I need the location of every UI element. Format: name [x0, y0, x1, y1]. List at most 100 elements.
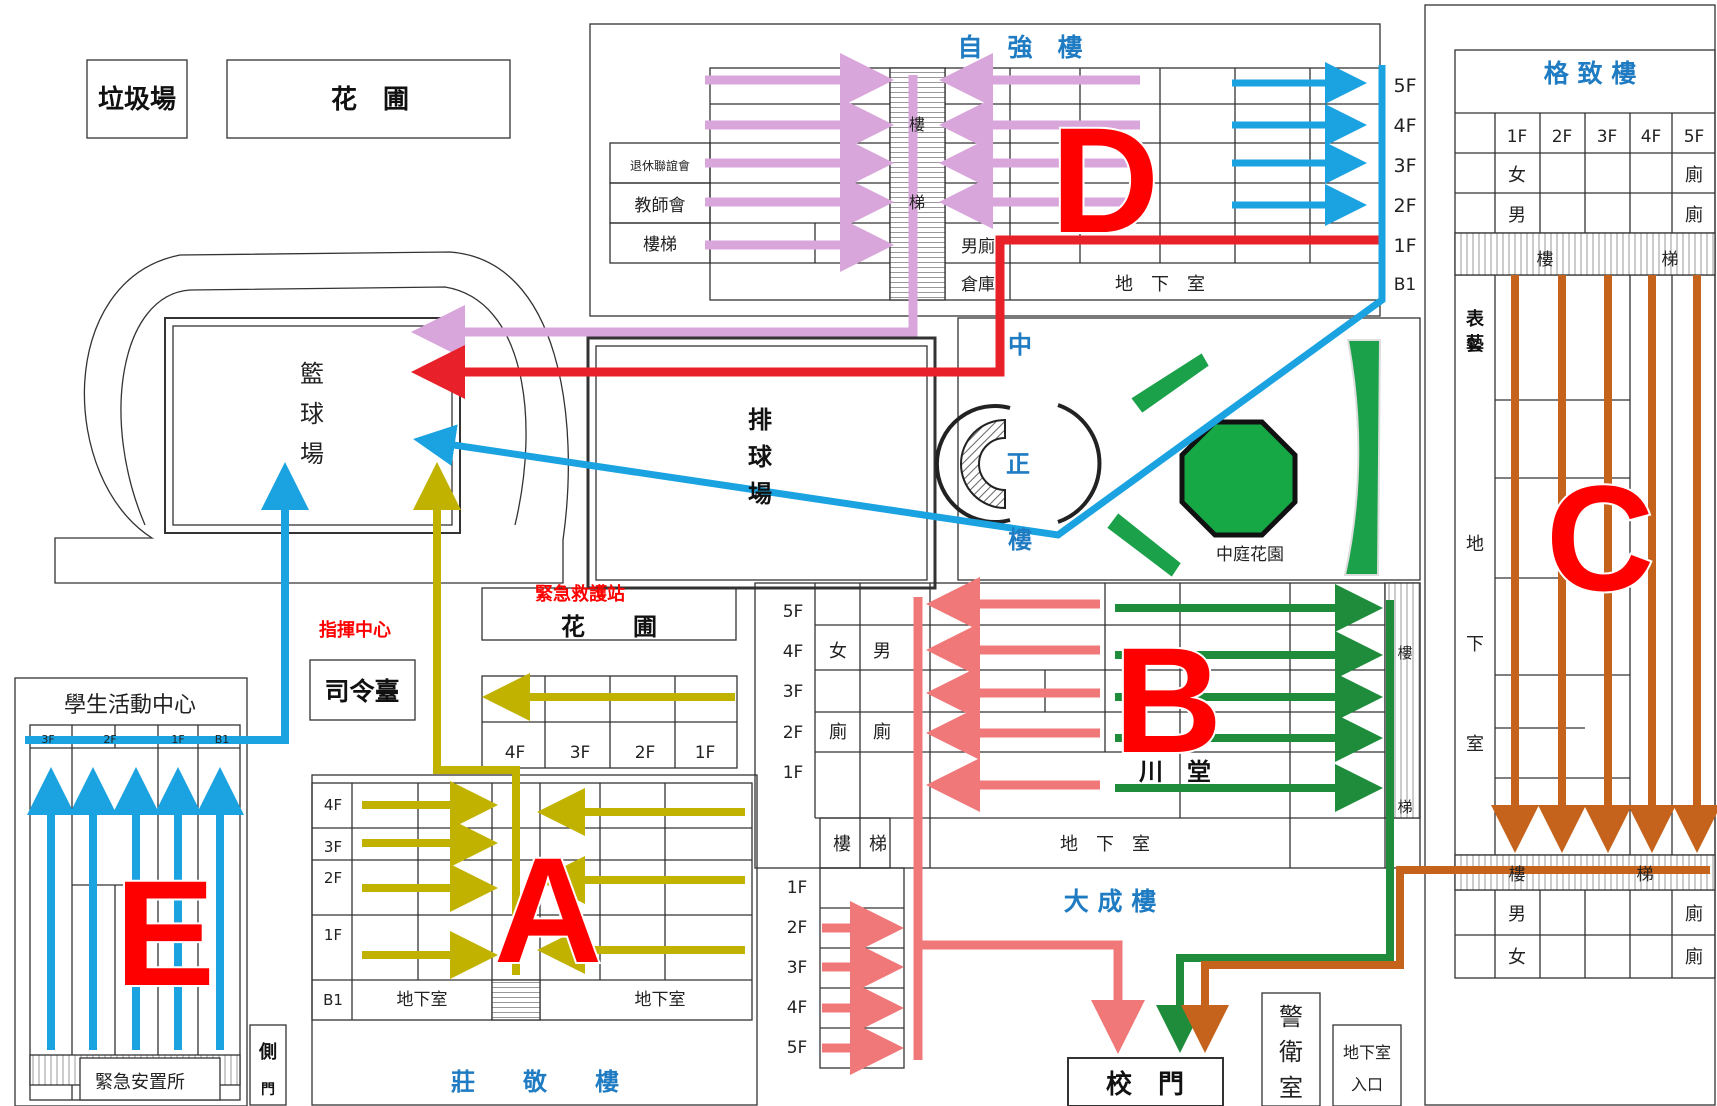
zj-up-1f: 1F: [695, 743, 716, 763]
gz-male-top: 男: [1508, 205, 1526, 226]
gz-basement-2: 下: [1466, 634, 1484, 655]
dc-stair-char-2: 梯: [1397, 798, 1412, 816]
zq-floor-4f: 4F: [1393, 115, 1416, 137]
chuan-tang-label: 川 堂: [1139, 758, 1211, 786]
dc-top-3f: 3F: [783, 682, 804, 702]
side-gate-box: [249, 1024, 287, 1106]
dc-bot-1f: 1F: [787, 878, 808, 898]
gz-stair-bottom-2: 梯: [1637, 865, 1654, 885]
da-cheng-building: [754, 582, 1421, 869]
gz-floor-2f: 2F: [1552, 127, 1573, 147]
zone-b-label: B: [1114, 616, 1222, 784]
zq-stair-char-2: 梯: [909, 193, 925, 212]
basement-entry-2: 入口: [1351, 1075, 1383, 1094]
courtyard-zone: [957, 317, 1421, 581]
zq-floor-5f: 5F: [1393, 75, 1416, 97]
zj-up-2f: 2F: [635, 743, 656, 763]
gz-basement-3: 室: [1466, 734, 1484, 755]
command-center-label: 指揮中心: [319, 619, 391, 641]
gz-performing-1: 表: [1466, 308, 1485, 330]
zj-stairwell: [491, 979, 541, 1021]
garden-top-label: 花 圃: [331, 85, 409, 115]
guard-char-2: 衛: [1279, 1038, 1303, 1066]
dc-bot-4f: 4F: [787, 998, 808, 1018]
dc-top-1f: 1F: [783, 763, 804, 783]
courtyard-features: [934, 339, 1382, 580]
garden-top-box: [226, 59, 511, 139]
platform-label: 司令臺: [324, 677, 399, 706]
zq-floor-2f: 2F: [1393, 195, 1416, 217]
zj-2f: 2F: [324, 869, 342, 887]
dc-toilet-1: 廁: [829, 721, 847, 743]
zhongzheng-char-2: 正: [1006, 450, 1030, 478]
zj-3f: 3F: [324, 838, 342, 856]
basketball-char-3: 場: [300, 440, 324, 468]
gz-toilet-2: 廁: [1685, 204, 1703, 226]
ge-zhi-title: 格 致 樓: [1544, 59, 1636, 88]
zq-teachers: 教師會: [635, 196, 686, 216]
sc-3f: 3F: [41, 733, 54, 746]
gz-toilet-1: 廁: [1685, 164, 1703, 186]
zq-male-toilet: 男廁: [961, 236, 995, 257]
zj-b1: B1: [323, 991, 343, 1009]
gz-floor-1f: 1F: [1507, 127, 1528, 147]
dc-top-5f: 5F: [783, 602, 804, 622]
guard-char-1: 警: [1279, 1003, 1303, 1031]
court-outer: [54, 251, 569, 584]
zj-4f: 4F: [324, 796, 342, 814]
garden-mid-box: [481, 587, 737, 641]
basement-entry-1: 地下室: [1343, 1043, 1391, 1062]
gz-female-top: 女: [1508, 165, 1526, 186]
basketball-char-2: 球: [300, 400, 324, 428]
gz-male-bottom: 男: [1508, 904, 1526, 925]
dc-bot-5f: 5F: [787, 1038, 808, 1058]
gz-stair-char-2: 梯: [1662, 250, 1679, 270]
shelter-label: 緊急安置所: [95, 1072, 185, 1093]
zhongzheng-char-3: 樓: [1008, 526, 1032, 554]
guard-char-3: 室: [1279, 1074, 1303, 1102]
court-inner-oval: [120, 286, 527, 526]
zi-qiang-grid: [709, 67, 1381, 301]
guard-box: [1261, 992, 1321, 1106]
ge-zhi-stairwell-top: [1454, 232, 1716, 276]
zq-floor-b1: B1: [1394, 275, 1416, 295]
zj-up-3f: 3F: [570, 743, 591, 763]
zq-retired: 退休聯誼會: [630, 158, 690, 173]
zj-basement-1: 地下室: [397, 990, 448, 1010]
dc-stairs: 樓 梯: [833, 834, 887, 855]
sc-1f: 1F: [171, 733, 184, 746]
zj-basement-2: 地下室: [635, 990, 686, 1010]
gz-performing-2: 藝: [1466, 334, 1484, 355]
garbage-box: [86, 59, 188, 139]
volleyball-char-1: 排: [748, 406, 772, 434]
basketball-char-1: 籃: [300, 360, 324, 388]
shelter-box: [79, 1057, 221, 1101]
gz-toilet-4: 廁: [1685, 946, 1703, 968]
dc-top-4f: 4F: [783, 642, 804, 662]
dc-bot-2f: 2F: [787, 918, 808, 938]
school-gate-box: [1067, 1057, 1224, 1106]
zhuang-jing-title: 莊 敬 樓: [451, 1068, 619, 1096]
dc-toilet-2: 廁: [873, 721, 891, 743]
volleyball-char-3: 場: [748, 480, 772, 508]
basement-entry-box: [1332, 1024, 1402, 1106]
zone-d-label: D: [1051, 96, 1159, 264]
gz-floor-5f: 5F: [1684, 127, 1705, 147]
zq-stairs: 樓梯: [643, 235, 677, 255]
dc-male: 男: [873, 641, 891, 662]
gz-toilet-3: 廁: [1685, 903, 1703, 925]
zi-qiang-title: 自 強 樓: [957, 33, 1082, 62]
side-gate-char-2: 門: [261, 1082, 275, 1098]
gz-stair-char-1: 樓: [1537, 250, 1554, 270]
sc-2f: 2F: [103, 733, 116, 746]
gz-basement-1: 地: [1466, 534, 1484, 555]
gz-stair-bottom-1: 樓: [1509, 865, 1526, 885]
zone-c-label: C: [1546, 454, 1654, 622]
dc-basement: 地 下 室: [1060, 834, 1150, 855]
zhongzheng-char-1: 中: [1008, 331, 1032, 359]
zq-basement: 地 下 室: [1115, 274, 1205, 295]
zq-floor-3f: 3F: [1393, 155, 1416, 177]
dc-female: 女: [829, 641, 847, 662]
dc-stair-char-1: 樓: [1397, 644, 1412, 662]
